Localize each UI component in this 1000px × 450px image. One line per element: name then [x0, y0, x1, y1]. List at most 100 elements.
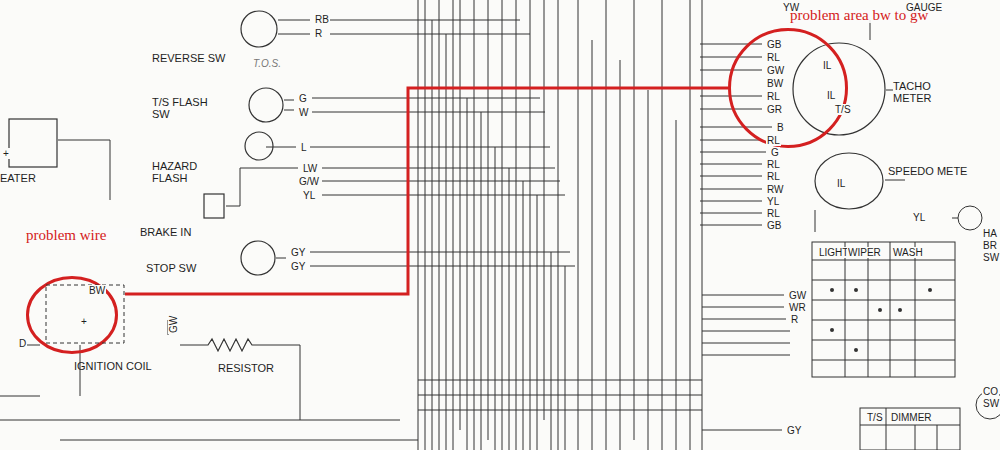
heater-box: EATER	[8, 118, 58, 168]
shape-outline	[8, 118, 58, 168]
switch-circle: REVERSE SW	[240, 10, 278, 48]
wire-code: RL	[766, 159, 781, 170]
resistor-symbol: RESISTOR	[200, 338, 260, 352]
wire-code: T/S	[866, 412, 884, 423]
wire-code: YL	[302, 190, 316, 201]
circle-outline	[241, 241, 275, 275]
component-name: STOP SW	[146, 262, 196, 274]
wire-code: D	[18, 338, 27, 349]
red-circle	[28, 278, 117, 353]
wire-code: GY	[786, 425, 802, 436]
wire-code: HA	[982, 228, 998, 239]
wire-code: R	[314, 28, 323, 39]
wire-code: G	[298, 93, 308, 104]
shape-outline	[814, 152, 884, 210]
wire-code: G	[770, 147, 780, 158]
highlight-wire	[125, 88, 728, 294]
wire-code: BR	[982, 240, 998, 251]
component-name: SPEEDO METE	[888, 165, 967, 177]
wire-code: SW	[982, 252, 1000, 263]
wire-code: RL	[766, 208, 781, 219]
shape-outline	[728, 28, 848, 148]
component-name: TACHO METER	[893, 80, 953, 104]
shape-outline	[248, 87, 284, 123]
wire-code: RL	[766, 135, 781, 146]
circle-outline	[249, 88, 283, 122]
shape-outline	[240, 240, 276, 276]
wire-code: IL	[822, 60, 832, 71]
flasher-circle: HAZARD FLASH	[244, 131, 274, 161]
wire-code: RW	[766, 184, 784, 195]
wire-code: WIPER	[847, 247, 882, 258]
wire-code: R	[790, 314, 799, 325]
wire-code: LIGHT	[818, 247, 849, 258]
wire-code: GY	[290, 247, 306, 258]
component-name: EATER	[0, 172, 36, 184]
problem-callout: problem area bw to gw	[728, 28, 848, 148]
wire-code: RL	[766, 52, 781, 63]
circle-outline	[245, 132, 273, 160]
wire-code: IL	[836, 178, 846, 189]
problem-note: problem wire	[26, 228, 136, 243]
gauge-circle: TACHO METER	[792, 42, 886, 136]
wire-code: SW	[982, 398, 1000, 409]
ignition-coil: IGNITION COIL	[45, 284, 125, 344]
box-outline	[204, 194, 224, 218]
wire-code: G/W	[298, 176, 320, 187]
gauge-circle: SPEEDO METE	[814, 152, 884, 210]
switch-circle: T/S FLASH SW	[248, 87, 284, 123]
wire-code: IL	[826, 90, 836, 101]
wire-code: GW	[788, 290, 807, 301]
wire-code: WR	[788, 302, 807, 313]
wire-code: GB	[766, 39, 782, 50]
coil-outline	[46, 285, 124, 343]
wire-code: RB	[314, 14, 330, 25]
wire-code: +	[2, 148, 10, 159]
box-outline	[9, 119, 57, 167]
wire-code: DIMMER	[890, 412, 933, 423]
wire-code: L	[300, 142, 308, 153]
wire-code: +	[80, 316, 88, 327]
wire-code: W	[298, 107, 309, 118]
wire-code: YL	[766, 196, 780, 207]
shape-outline	[244, 131, 274, 161]
wire-code: YW	[782, 2, 800, 13]
switch-circle: STOP SW	[240, 240, 276, 276]
wire-code: LW	[302, 163, 318, 174]
wire-code: WASH	[892, 247, 924, 258]
red-circle	[730, 30, 847, 147]
wire-code: GW	[766, 65, 785, 76]
wire-code: GY	[290, 261, 306, 272]
zigzag	[200, 339, 260, 351]
wire-code: RL	[766, 91, 781, 102]
circle-outline	[241, 11, 277, 47]
component-name: T/S FLASH SW	[152, 96, 224, 120]
wire-code: BW	[766, 78, 784, 89]
shape-outline	[200, 338, 260, 352]
component-name: HAZARD FLASH	[152, 160, 224, 184]
wire-code: GAUGE	[905, 2, 943, 13]
wire-code: GR	[766, 104, 783, 115]
wire-code: CO	[982, 386, 999, 397]
wire-code: GB	[766, 220, 782, 231]
shape-outline	[792, 42, 886, 136]
wire-code: T.O.S.	[252, 58, 282, 69]
shape-outline	[203, 193, 225, 219]
component-name: BRAKE IN	[140, 226, 191, 238]
component-name: RESISTOR	[218, 362, 274, 374]
component-name: REVERSE SW	[152, 52, 225, 64]
shape-outline	[45, 284, 125, 344]
circle-outline	[815, 153, 883, 209]
wire-code: T/S	[834, 104, 852, 115]
wire-code: BW	[88, 285, 106, 296]
shape-outline	[240, 10, 278, 48]
wire-code: B	[776, 122, 785, 133]
component-name: IGNITION COIL	[74, 360, 152, 372]
brake-box: BRAKE IN	[203, 193, 225, 219]
wire-code: RL	[766, 171, 781, 182]
wire-code: GW	[168, 315, 179, 334]
wire-code: YL	[912, 212, 926, 223]
